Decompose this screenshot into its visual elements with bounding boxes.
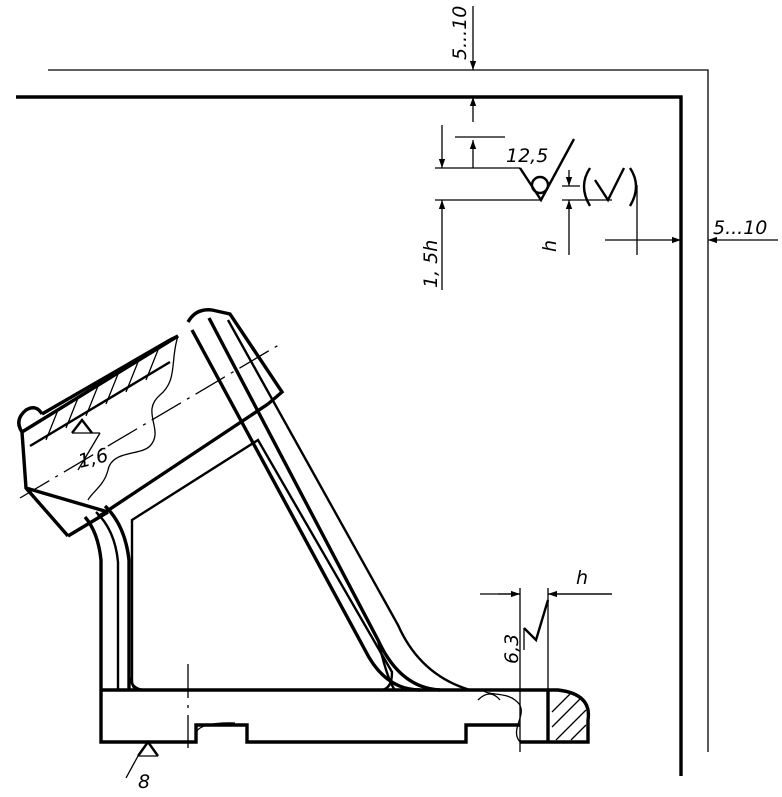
symbol-height-label: 1, 5h: [420, 240, 442, 288]
height-marker-label: h: [539, 240, 561, 252]
base-roughness-label: 8: [138, 771, 150, 793]
general-roughness-symbol: 1, 5h 12,5 h: [420, 125, 638, 290]
bracket-part: [17, 308, 591, 748]
cylinder-boss: [17, 308, 285, 538]
top-gap-dimension: 5...10: [449, 6, 477, 122]
base-plate-outline: [99, 690, 520, 744]
base-section-hatch: [551, 693, 587, 741]
bore-roughness-label: 1,6: [76, 444, 111, 473]
boss-section-hatch: [45, 349, 159, 441]
sheet-edge-line: [48, 69, 709, 752]
sheet-frame: [16, 69, 709, 776]
bore-roughness-symbol: 1,6: [71, 418, 111, 473]
base-roughness-symbol: 8: [125, 739, 159, 793]
right-gap-label: 5...10: [713, 217, 767, 239]
face-roughness-symbol: h 6,3: [480, 567, 612, 752]
drawing-border-line: [16, 95, 683, 776]
right-gap-dimension: 5...10: [605, 217, 778, 244]
face-height-marker-label: h: [576, 567, 588, 589]
face-roughness-label: 6,3: [501, 634, 523, 664]
top-gap-label: 5...10: [449, 6, 471, 60]
roughness-value-label: 12,5: [506, 145, 548, 167]
